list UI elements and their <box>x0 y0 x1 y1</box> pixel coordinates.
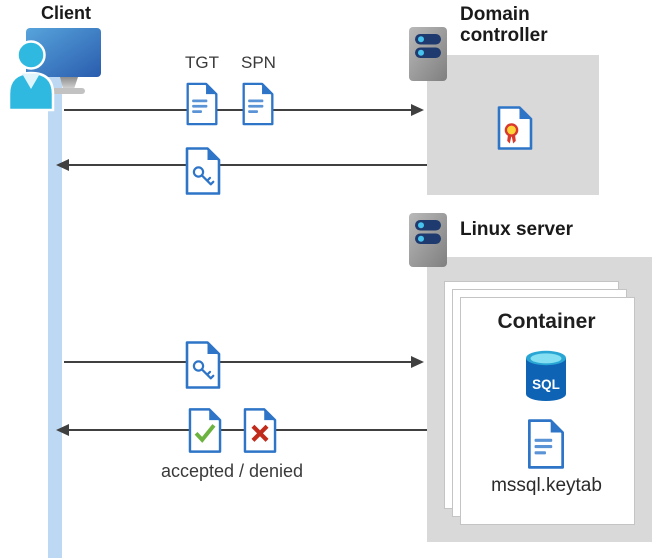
client-user-workstation-icon <box>7 28 101 112</box>
arrowhead-linux-to-client <box>56 423 69 436</box>
client-label: Client <box>40 3 91 23</box>
linux-server-label: Linux server <box>460 219 573 240</box>
arrowhead-client-to-linux <box>411 355 424 368</box>
container-card <box>460 297 635 525</box>
linux-server-icon <box>408 212 448 268</box>
certificate-document-icon <box>497 106 533 150</box>
tgt-document-icon <box>185 81 219 127</box>
sql-database-icon: SQL <box>526 350 566 401</box>
arrow-client-to-linux <box>64 360 412 364</box>
spn-document-icon <box>241 81 275 127</box>
accepted-check-document-icon <box>186 407 224 454</box>
arrowhead-client-to-dc <box>411 103 424 116</box>
arrow-client-to-dc <box>64 109 412 112</box>
denied-x-document-icon <box>241 407 279 454</box>
accepted-denied-label: accepted / denied <box>160 461 304 481</box>
key-document-icon <box>184 146 222 196</box>
domain-controller-label: Domain controller <box>460 4 548 46</box>
arrow-dc-to-client <box>69 163 427 167</box>
domain-controller-server-icon <box>408 26 448 82</box>
sql-icon-text: SQL <box>532 377 560 392</box>
spn-label: SPN <box>241 53 276 72</box>
arrowhead-dc-to-client <box>56 158 69 171</box>
client-lifeline <box>48 74 62 558</box>
keytab-document-icon <box>526 418 566 470</box>
keytab-filename-label: mssql.keytab <box>491 475 602 496</box>
container-label: Container <box>497 310 596 333</box>
tgt-label: TGT <box>185 53 219 72</box>
key-document-icon <box>184 340 222 390</box>
